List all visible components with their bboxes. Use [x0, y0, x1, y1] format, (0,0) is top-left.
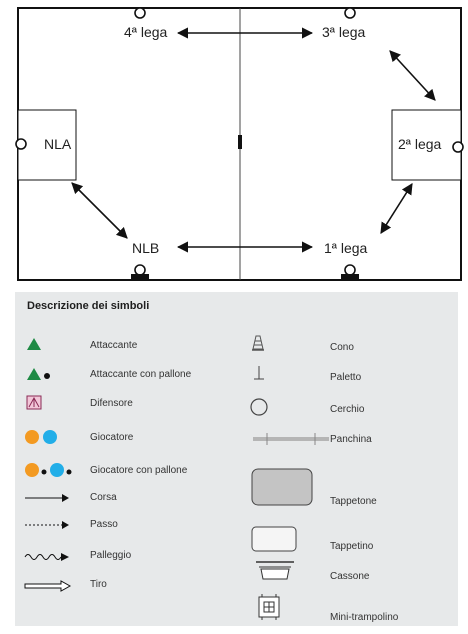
goal-area-right: [391, 109, 462, 181]
arrow-2-to-1: [380, 183, 413, 234]
legend-label-cerchio: Cerchio: [330, 404, 365, 415]
arrow-3-to-2: [389, 50, 436, 101]
shot-arrow-icon: [24, 580, 72, 592]
goal-base-bottom-left: [131, 274, 149, 280]
legend-label-tappetino: Tappetino: [330, 541, 374, 552]
goal-area-left: [17, 109, 77, 181]
goal-hoop-top-left: [134, 7, 146, 19]
legend-label-corsa: Corsa: [90, 492, 117, 503]
cone-icon: [252, 335, 264, 351]
attacker-triangle-icon: [27, 338, 41, 350]
pass-arrow-icon: [25, 521, 69, 529]
legend-label-cassone: Cassone: [330, 571, 370, 582]
legend-label-tiro: Tiro: [90, 579, 107, 590]
legend-label-giocatore: Giocatore: [90, 432, 134, 443]
label-2-lega: 2ª lega: [398, 136, 442, 152]
goal-hoop-bottom-right: [344, 264, 356, 276]
mini-trampoline-icon: [258, 594, 280, 620]
big-mat-icon: [251, 468, 313, 506]
vaulting-box-icon: [256, 561, 294, 580]
legend-label-paletto: Paletto: [330, 372, 362, 383]
legend-label-mini-trampolino: Mini-trampolino: [330, 612, 399, 623]
bench-icon: [253, 433, 329, 445]
legend-label-palleggio: Palleggio: [90, 550, 132, 561]
legend-title: Descrizione dei simboli: [27, 300, 150, 312]
dribble-arrow-icon: [24, 553, 69, 561]
legend-label-giocatore-con-pallone: Giocatore con pallone: [90, 465, 188, 476]
player-with-ball-icon: [25, 463, 72, 477]
goal-hoop-top-right: [344, 7, 356, 19]
label-nla: NLA: [44, 136, 72, 152]
small-mat-icon: [251, 526, 297, 552]
arrow-nlb-to-nla: [71, 182, 128, 239]
legend-label-passo: Passo: [90, 519, 118, 530]
legend-label-cono: Cono: [330, 342, 354, 353]
legend-label-tappetone: Tappetone: [330, 496, 377, 507]
label-nlb: NLB: [132, 240, 159, 256]
symbol-legend: Descrizione dei simboli Attaccante Attac…: [15, 292, 458, 626]
label-4-lega: 4ª lega: [124, 24, 168, 40]
run-arrow-icon: [25, 494, 69, 502]
attacker-with-ball-icon: [27, 368, 50, 380]
field-diagram: 4ª lega 3ª lega NLA 2ª lega NLB 1ª lega: [15, 7, 464, 281]
hoop-icon: [250, 398, 268, 416]
goal-hoop-right: [452, 141, 464, 153]
goal-base-bottom-right: [341, 274, 359, 280]
pole-icon: [254, 366, 264, 380]
label-1-lega: 1ª lega: [324, 240, 368, 256]
legend-label-panchina: Panchina: [330, 434, 372, 445]
label-3-lega: 3ª lega: [322, 24, 366, 40]
player-icon: [25, 430, 57, 444]
legend-label-attaccante: Attaccante: [90, 340, 138, 351]
legend-label-attaccante-con-pallone: Attaccante con pallone: [90, 369, 192, 380]
goal-hoop-bottom-left: [134, 264, 146, 276]
legend-label-difensore: Difensore: [90, 398, 133, 409]
goal-hoop-left: [15, 138, 27, 150]
center-mark: [238, 135, 242, 149]
defender-icon: [26, 395, 42, 410]
